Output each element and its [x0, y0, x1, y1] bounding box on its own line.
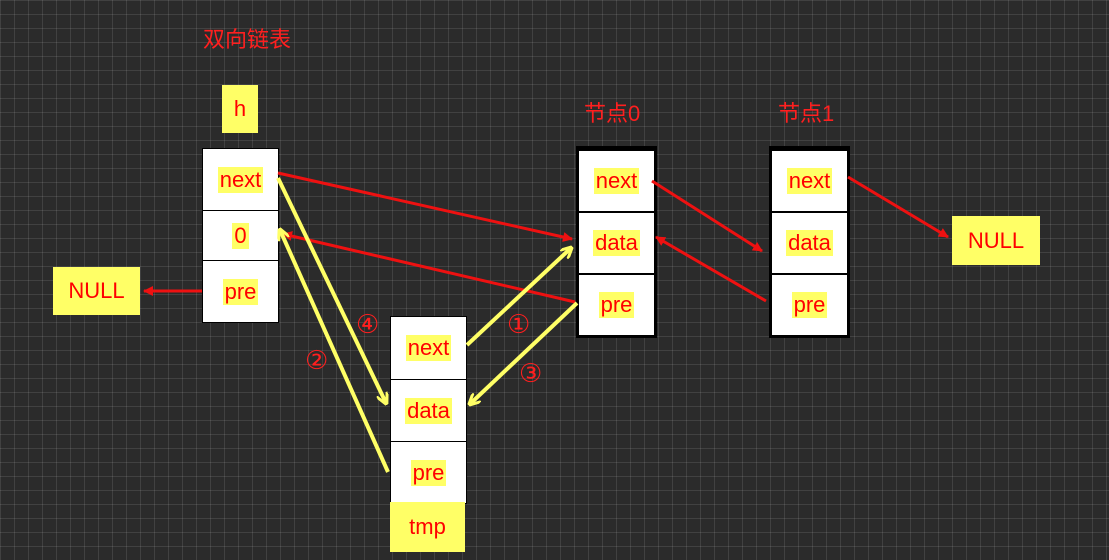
- tmp-node: next data pre: [390, 316, 467, 504]
- head-node: next 0 pre: [202, 148, 279, 323]
- head-pre-text: pre: [222, 278, 259, 305]
- tmp-next-text: next: [405, 335, 452, 361]
- node0-next-cell: next: [579, 149, 654, 211]
- node1-next-cell: next: [772, 149, 847, 211]
- head-label: h: [222, 85, 258, 133]
- node0: next data pre: [576, 146, 657, 338]
- tmp-next-cell: next: [391, 317, 466, 379]
- node0-title: 节点0: [584, 101, 641, 126]
- node1-next-text: next: [786, 168, 833, 194]
- arrow-step4-head-next-to-tmp: [276, 177, 386, 403]
- node0-pre-text: pre: [598, 292, 635, 318]
- null-right-box: NULL: [952, 216, 1040, 265]
- step-4-label: ④: [356, 309, 380, 339]
- tmp-pre-cell: pre: [391, 441, 466, 503]
- node0-data-cell: data: [579, 211, 654, 273]
- tmp-pre-text: pre: [410, 459, 447, 486]
- tmp-data-cell: data: [391, 379, 466, 441]
- node0-data-text: data: [593, 230, 640, 256]
- arrow-node0-pre-to-head: [282, 231, 576, 304]
- diagram-title: 双向链表: [203, 27, 292, 52]
- node1-data-text: data: [786, 230, 833, 256]
- node1-data-cell: data: [772, 211, 847, 273]
- step-2-label: ②: [305, 345, 329, 375]
- null-left-box: NULL: [53, 267, 140, 315]
- tmp-label: tmp: [390, 502, 465, 552]
- step-1-label: ①: [507, 309, 531, 339]
- head-data-text: 0: [232, 222, 249, 249]
- arrow-node0-next-to-node1: [651, 179, 763, 253]
- head-next-cell: next: [203, 149, 278, 210]
- arrow-node1-next-to-null: [847, 175, 949, 239]
- node1-pre-cell: pre: [772, 273, 847, 335]
- node1-title: 节点1: [778, 101, 835, 126]
- node1-pre-text: pre: [791, 292, 828, 318]
- node1: next data pre: [769, 146, 850, 338]
- head-next-text: next: [217, 166, 264, 193]
- node0-next-text: next: [593, 168, 640, 194]
- arrow-head-next-to-node0: [277, 171, 573, 242]
- head-data-cell: 0: [203, 210, 278, 260]
- arrow-step2-tmp-pre-to-head: [280, 230, 390, 473]
- node0-pre-cell: pre: [579, 273, 654, 335]
- tmp-data-text: data: [405, 397, 452, 424]
- head-pre-cell: pre: [203, 260, 278, 322]
- step-3-label: ③: [519, 358, 543, 388]
- arrow-node1-pre-to-node0: [655, 235, 767, 303]
